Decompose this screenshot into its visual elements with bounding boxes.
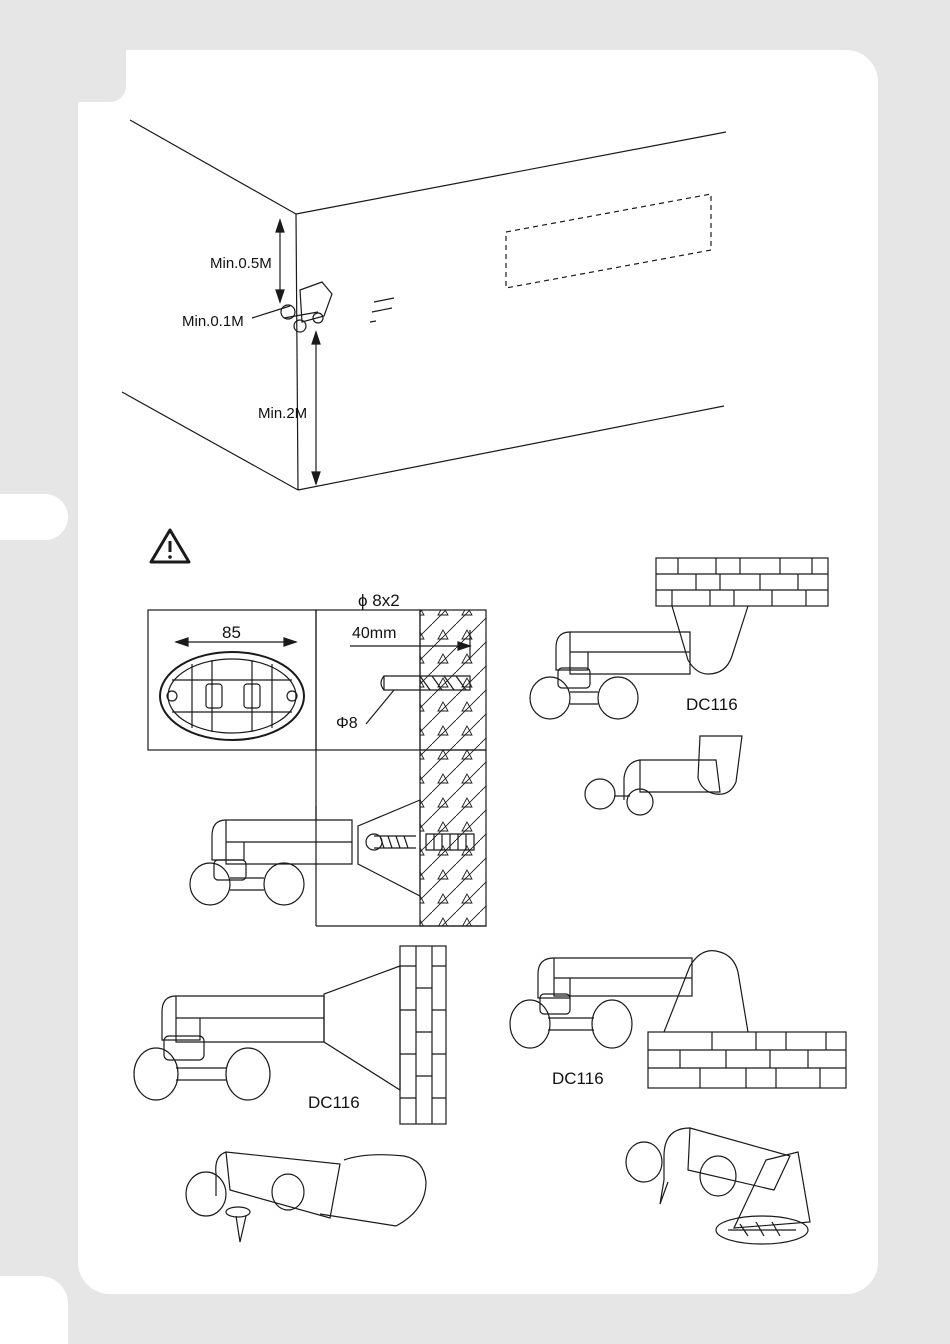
window-outline	[506, 194, 711, 288]
drill-depth-label: 40mm	[352, 625, 396, 642]
ceiling-mount-3d	[585, 736, 742, 815]
wall-mount-drawing	[134, 946, 446, 1124]
min-top-label: Min.0.5M	[210, 255, 272, 272]
model-label-ceiling: DC116	[686, 695, 738, 714]
model-label-wall: DC116	[308, 1093, 360, 1112]
ceiling-mount-drawing	[530, 558, 828, 719]
plug-size-label: ϕ 8x2	[358, 591, 400, 610]
floor-mount-3d	[626, 1128, 810, 1244]
min-side-label: Min.0.1M	[182, 313, 244, 330]
plate-width-label: 85	[222, 623, 241, 642]
floor-mount-drawing	[510, 951, 846, 1088]
drill-bit-label: Φ8	[336, 715, 358, 732]
min-floor-label: Min.2M	[258, 405, 307, 422]
wall-mount-3d	[186, 1152, 426, 1242]
warning-triangle-icon	[151, 530, 189, 562]
room-perspective	[122, 120, 726, 490]
section-view-drawing	[190, 750, 486, 926]
model-label-floor: DC116	[552, 1069, 604, 1088]
